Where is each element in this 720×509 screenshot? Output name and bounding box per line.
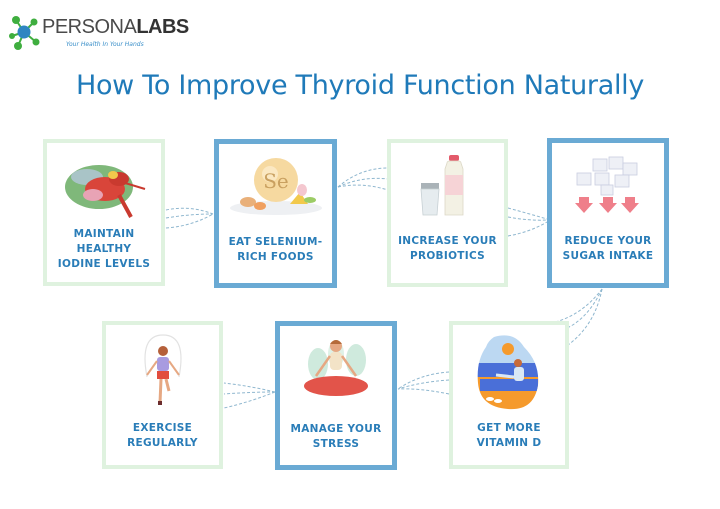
step-label-line: EXERCISE: [132, 422, 193, 434]
step-label: MAINTAIN HEALTHY IODINE LEVELS: [47, 227, 161, 272]
brand-name: PERSONALABS: [42, 16, 189, 39]
meditation-icon: [304, 340, 368, 396]
step-label-line: IODINE LEVELS: [57, 258, 151, 270]
step-card-vitamin-d: GET MORE VITAMIN D: [449, 321, 569, 469]
brand-name-light: PERSONA: [42, 16, 137, 38]
brand-name-bold: LABS: [136, 16, 189, 38]
step-card-selenium: Se EAT SELENIUM- RICH FOODS: [214, 139, 337, 288]
seafood-icon: [65, 165, 146, 218]
step-card-sugar: REDUCE YOUR SUGAR INTAKE: [547, 138, 669, 288]
step-label-line: VITAMIN D: [476, 437, 542, 449]
step-label-line: SUGAR INTAKE: [562, 250, 654, 262]
step-label-line: PROBIOTICS: [409, 250, 486, 262]
step-label-line: MANAGE YOUR: [290, 423, 382, 435]
selenium-foods-icon: Se: [229, 158, 322, 215]
step-card-exercise: EXERCISE REGULARLY: [102, 321, 223, 469]
jump-rope-icon: [143, 334, 182, 405]
brand-logo: PERSONALABS Your Health In Your Hands: [8, 10, 189, 55]
page-title: How To Improve Thyroid Function Naturall…: [75, 70, 645, 101]
step-label: MANAGE YOUR STRESS: [280, 422, 392, 452]
step-label-line: INCREASE YOUR: [398, 235, 497, 247]
step-label: EAT SELENIUM- RICH FOODS: [219, 235, 332, 265]
probiotic-drink-icon: [420, 155, 463, 216]
step-label: EXERCISE REGULARLY: [106, 421, 219, 451]
step-label-line: STRESS: [312, 438, 360, 450]
step-card-stress: MANAGE YOUR STRESS: [275, 321, 397, 470]
step-label: INCREASE YOUR PROBIOTICS: [391, 234, 504, 264]
step-label-line: HEALTHY: [76, 243, 132, 255]
step-label: GET MORE VITAMIN D: [453, 421, 565, 451]
step-label-line: REDUCE YOUR: [564, 235, 652, 247]
step-label-line: RICH FOODS: [237, 251, 314, 263]
step-label-line: GET MORE: [477, 422, 541, 434]
step-card-iodine: MAINTAIN HEALTHY IODINE LEVELS: [43, 139, 165, 286]
molecule-logo-icon: [9, 16, 40, 50]
sunbathing-icon: [477, 335, 539, 410]
sugar-cubes-icon: [575, 156, 639, 213]
step-label-line: MAINTAIN: [73, 228, 135, 240]
step-label-line: EAT SELENIUM-: [228, 236, 323, 248]
step-card-probiotics: INCREASE YOUR PROBIOTICS: [387, 139, 508, 287]
step-label: REDUCE YOUR SUGAR INTAKE: [552, 234, 664, 264]
svg-text:Se: Se: [263, 169, 289, 193]
brand-tagline: Your Health In Your Hands: [66, 41, 144, 48]
step-label-line: REGULARLY: [127, 437, 198, 449]
